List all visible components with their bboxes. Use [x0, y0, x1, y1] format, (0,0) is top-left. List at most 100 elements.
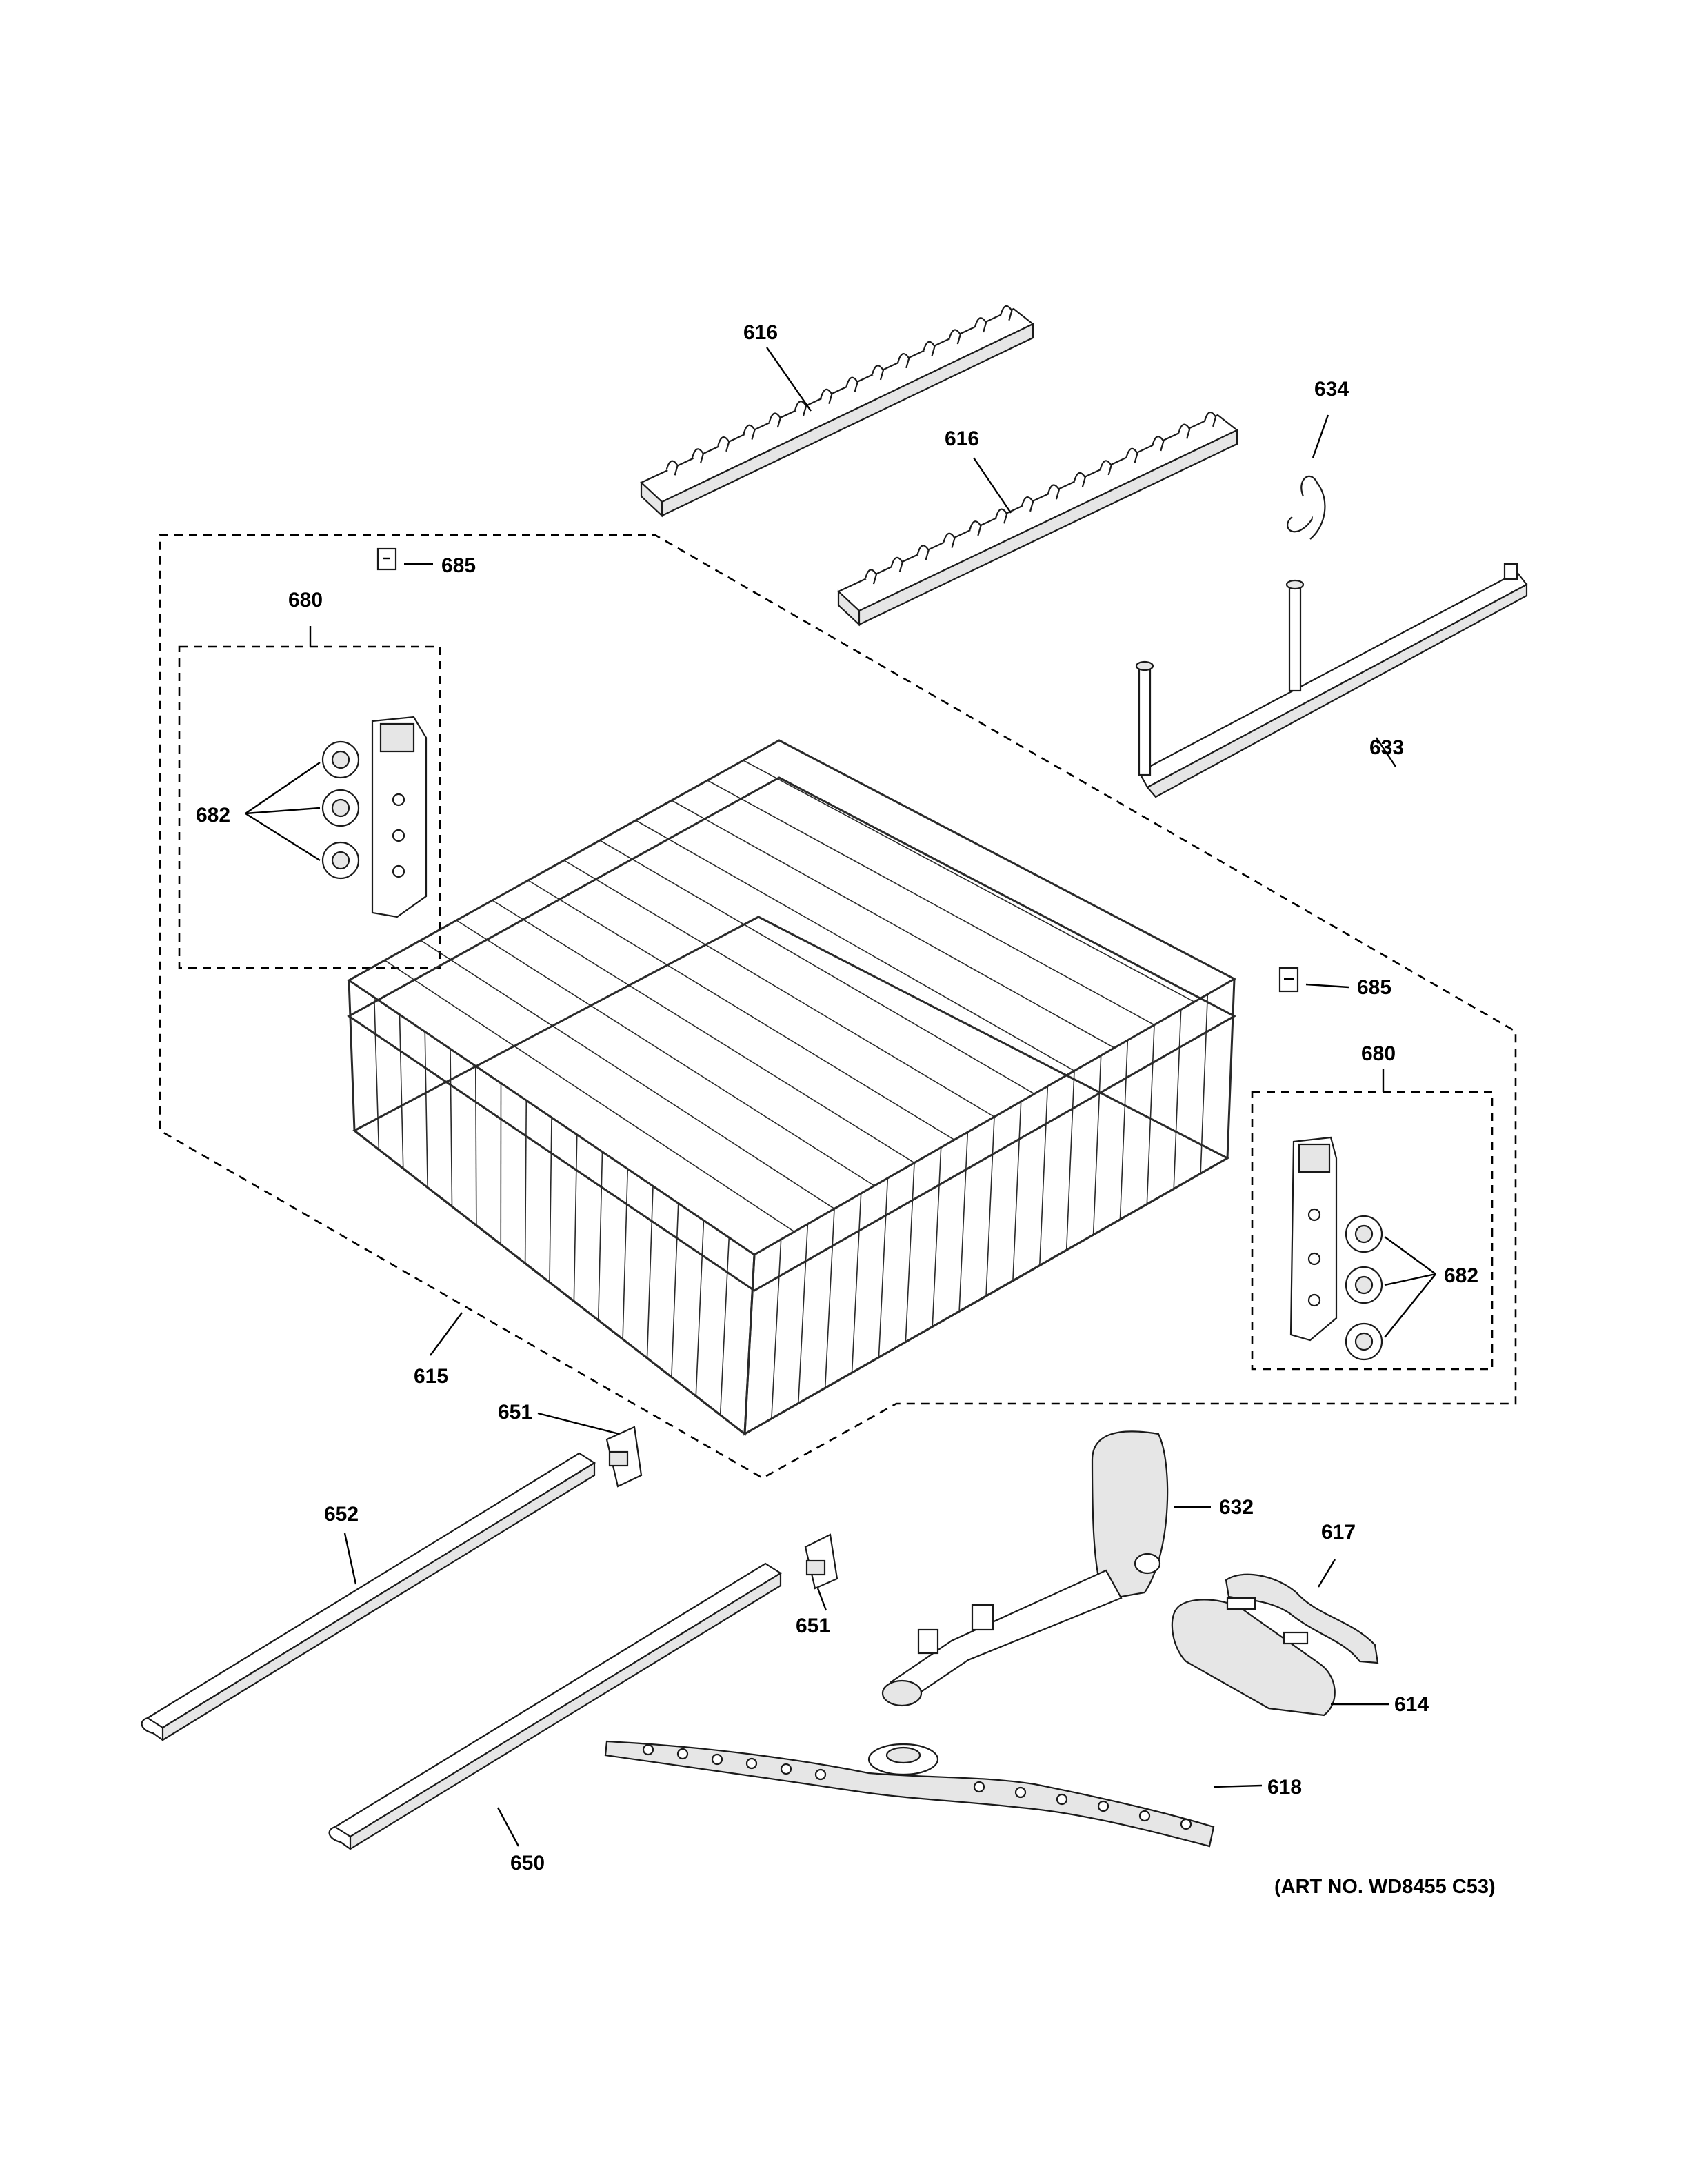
rack-wire — [399, 1014, 404, 1169]
spray-hole — [973, 1781, 985, 1793]
rack-clip-right — [1278, 967, 1299, 993]
spray-hole — [642, 1743, 654, 1756]
rack-wire — [905, 1162, 915, 1342]
spray-hole — [814, 1768, 827, 1781]
rack-wire — [1119, 1040, 1129, 1220]
rack-wire — [622, 1169, 629, 1339]
utensil-tine — [1021, 496, 1034, 512]
utensil-rack-upper — [640, 305, 1035, 518]
utensil-tine — [717, 436, 730, 452]
rack-wire — [1200, 994, 1209, 1174]
spray-hole — [1097, 1800, 1109, 1812]
utensil-tine — [665, 460, 679, 476]
rack-wire — [695, 1220, 705, 1397]
rack-tine-row — [492, 900, 915, 1164]
roller-wheel — [321, 841, 360, 880]
callout-616-upper: 616 — [743, 321, 778, 344]
rack-wire — [646, 1186, 654, 1359]
utensil-tine — [864, 569, 878, 585]
callout-682-right: 682 — [1444, 1264, 1478, 1287]
rack-wire — [1146, 1024, 1155, 1204]
utensil-tine — [691, 448, 705, 464]
callout-633: 633 — [1369, 736, 1404, 759]
lower-spray-arm — [604, 1740, 1215, 1848]
callout-680-right: 680 — [1361, 1042, 1396, 1065]
drain-hose — [1225, 1573, 1379, 1664]
utensil-tine — [1125, 447, 1138, 463]
rack-wire — [985, 1116, 995, 1297]
leader-lines — [245, 347, 1436, 1847]
utensil-tine — [974, 317, 987, 333]
rack-wire — [549, 1117, 552, 1283]
utensil-tine — [1047, 484, 1061, 500]
callout-632: 632 — [1219, 1496, 1254, 1519]
rack-tine-row — [599, 840, 1035, 1095]
spray-arm-clip — [1287, 475, 1326, 540]
callout-616-lower: 616 — [945, 427, 979, 450]
utensil-tine — [969, 520, 982, 536]
spray-hole — [1014, 1786, 1027, 1799]
utensil-tine — [768, 412, 781, 428]
roller-assembly-right — [1289, 1136, 1383, 1361]
rack-wire — [878, 1177, 889, 1357]
roller-assembly-left — [321, 716, 428, 918]
callout-682-left: 682 — [196, 804, 230, 827]
rack-wire — [797, 1224, 809, 1404]
rack-tine-row — [635, 820, 1075, 1072]
rack-tine-row — [528, 880, 955, 1141]
utensil-tine — [948, 329, 961, 345]
utensil-tine — [1000, 305, 1013, 321]
callout-685-left: 685 — [441, 554, 476, 577]
callout-685-right: 685 — [1357, 976, 1391, 999]
rack-wire — [932, 1147, 942, 1327]
rack-wire — [671, 1203, 679, 1377]
rack-wire — [1092, 1055, 1102, 1235]
right-roller-assembly-boundary — [1251, 1091, 1494, 1371]
roller-wheel — [1345, 1266, 1383, 1304]
rack-wire — [573, 1134, 578, 1302]
utensil-tine — [1099, 460, 1112, 476]
rack-wire — [373, 997, 380, 1150]
upper-spray-manifold — [1135, 563, 1528, 798]
rack-tine-row — [420, 940, 835, 1210]
utensil-tine — [845, 376, 858, 392]
rack-wire — [719, 1237, 730, 1415]
rack-tine-row — [743, 760, 1195, 1003]
rack-wire — [524, 1100, 528, 1264]
rack-tine-row — [671, 800, 1115, 1049]
utensil-tine — [916, 545, 930, 560]
utensil-tine — [890, 556, 903, 572]
callout-634: 634 — [1314, 378, 1349, 401]
spray-hole — [1180, 1818, 1192, 1830]
callout-651-lower: 651 — [796, 1615, 830, 1637]
rack-rail-left — [141, 1452, 596, 1741]
rack-wire — [597, 1151, 603, 1321]
rack-wire — [450, 1049, 453, 1207]
roller-wheel — [1345, 1322, 1383, 1361]
rack-clip-left — [376, 547, 397, 571]
rack-wire — [1173, 1009, 1182, 1189]
rack-rail-right — [328, 1562, 783, 1850]
utensil-tine — [794, 401, 807, 416]
art-number: (ART NO. WD8455 C53) — [1274, 1876, 1496, 1898]
callout-652: 652 — [324, 1503, 359, 1526]
utensil-tine — [743, 424, 756, 440]
utensil-tine — [1204, 412, 1217, 427]
callout-617: 617 — [1321, 1521, 1356, 1544]
rack-tine-row — [384, 960, 795, 1233]
rack-wire — [424, 1031, 428, 1188]
callout-614: 614 — [1394, 1693, 1429, 1716]
utensil-rack-lower — [837, 412, 1239, 627]
rack-wire — [1065, 1071, 1075, 1251]
rack-wire — [851, 1193, 862, 1373]
utensil-tine — [943, 532, 956, 548]
utensil-tine — [1152, 436, 1165, 452]
utensil-tine — [923, 341, 936, 356]
utensil-tine — [820, 388, 833, 404]
spray-manifold-conduit — [881, 1430, 1169, 1707]
rack-wire — [958, 1132, 969, 1312]
callout-618: 618 — [1267, 1776, 1302, 1799]
callout-615: 615 — [414, 1365, 448, 1388]
roller-wheel — [321, 740, 360, 779]
rack-tine-row — [707, 780, 1155, 1026]
